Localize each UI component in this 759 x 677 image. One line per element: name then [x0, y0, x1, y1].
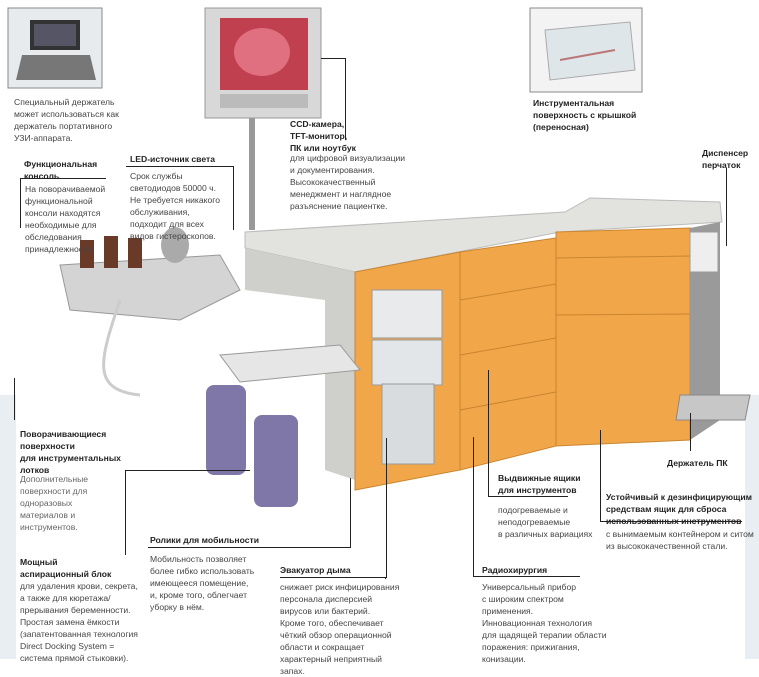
casters-text: Мобильность позволяет более гибко исполь…: [150, 554, 255, 612]
disposal-title: Устойчивый к дезинфицирующим средствам я…: [606, 492, 752, 526]
leader-line-smoke: [385, 578, 386, 579]
console-title: Функциональная консоль: [24, 159, 98, 181]
drawers-text: подогреваемые и неподогреваемые в различ…: [498, 505, 593, 539]
leader-line-led: [233, 166, 234, 230]
swivel-title: Поворачивающиеся поверхности для инструм…: [20, 429, 121, 475]
leader-line-ccd: [321, 58, 346, 59]
leader-line-pc-holder: [690, 413, 691, 451]
leader-line-console: [20, 178, 106, 179]
disposal-text: с вынимаемым контейнером и ситом из высо…: [606, 529, 754, 551]
pc-holder-title: Держатель ПК: [667, 458, 728, 468]
leader-line-radio: [473, 437, 474, 577]
leader-line-drawers: [488, 370, 489, 497]
leader-line-swivel: [125, 470, 250, 471]
casters-title: Ролики для мобильности: [150, 535, 260, 545]
aspiration-title: Мощный аспирационный блок: [20, 557, 112, 579]
monitor-image: [204, 7, 322, 230]
leader-line-disposal: [600, 430, 601, 522]
leader-line-led: [126, 166, 234, 167]
led-title: LED-источник света: [130, 154, 215, 164]
ultrasound-holder-text: Специальный держатель может использовать…: [14, 97, 119, 143]
leader-line-casters: [350, 478, 351, 548]
ccd-text: для цифровой визуализации и документиров…: [290, 153, 406, 211]
background-strip-left: [0, 395, 16, 659]
radio-title: Радиохирургия: [482, 565, 548, 575]
leader-line-radio: [473, 576, 580, 577]
gloves-title: Диспенсер перчаток: [702, 148, 749, 170]
leader-line-drawers: [488, 496, 568, 497]
leader-line-console: [20, 178, 21, 228]
ccd-title: CCD-камера, TFT-монитор, ПК или ноутбук: [290, 119, 356, 153]
drawers-title: Выдвижные ящики для инструментов: [498, 473, 581, 495]
function-console-image: [59, 227, 241, 321]
background-strip-right: [745, 395, 759, 659]
aspiration-jars-image: [206, 344, 361, 507]
leader-line-casters: [148, 547, 351, 548]
leader-line-gloves: [726, 168, 727, 246]
smoke-text: снижает риск инфицирования персонала дис…: [280, 582, 400, 676]
leader-line-ccd: [345, 58, 346, 140]
workstation-cabinet: [244, 197, 751, 491]
smoke-title: Эвакуатор дыма: [280, 565, 351, 575]
swivel-text: Дополнительные поверхности для одноразов…: [20, 474, 89, 532]
leader-line-smoke: [386, 438, 387, 578]
aspiration-text: для удаления крови, секрета, а также для…: [20, 581, 138, 663]
console-text: На поворачиваемой функциональной консоли…: [25, 184, 106, 254]
radio-text: Универсальный прибор с широким спектром …: [482, 582, 607, 664]
product-illustration: [7, 7, 751, 507]
ultrasound-device-image: [7, 7, 103, 89]
leader-line-disposal: [600, 521, 742, 522]
instrument-tray-image: [529, 7, 643, 93]
leader-line-swivel: [14, 378, 15, 420]
leader-line-aspiration: [125, 470, 126, 555]
led-text: Срок службы светодиодов 50000 ч. Не треб…: [130, 171, 221, 241]
tray-title: Инструментальная поверхность с крышкой (…: [533, 98, 637, 132]
leader-line-smoke: [280, 577, 386, 578]
